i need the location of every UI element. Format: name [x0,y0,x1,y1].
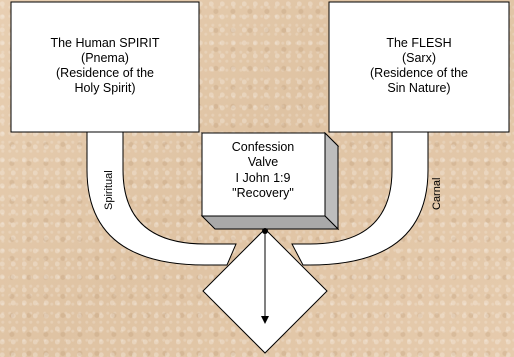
flesh-line-3: (Residence of the [370,66,468,80]
spirit-line-1: The Human SPIRIT [50,36,159,50]
spirit-line-3: (Residence of the [56,66,154,80]
valve-line-4: "Recovery" [232,186,294,200]
flesh-box: The FLESH (Sarx) (Residence of the Sin N… [328,1,510,133]
valve-line-2: Valve [248,155,278,169]
flesh-line-2: (Sarx) [402,51,436,65]
confession-valve-box: Confession Valve I John 1:9 "Recovery" [200,131,340,231]
valve-line-1: Confession [232,140,295,154]
spiritual-label: Spiritual [103,170,115,210]
flesh-line-4: Sin Nature) [387,81,450,95]
spiritual-pipe [86,131,237,266]
carnal-pipe [291,131,429,266]
carnal-label: Carnal [431,178,443,210]
spirit-line-4: Holy Spirit) [74,81,135,95]
spirit-line-2: (Pnema) [81,51,129,65]
human-spirit-box: The Human SPIRIT (Pnema) (Residence of t… [10,1,200,133]
valve-line-3: I John 1:9 [236,171,291,185]
flesh-line-1: The FLESH [386,36,451,50]
